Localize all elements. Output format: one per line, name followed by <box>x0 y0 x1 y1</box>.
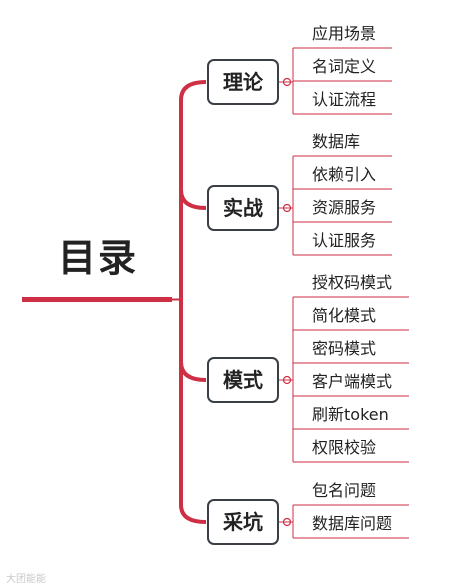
leaf-item[interactable]: 认证服务 <box>312 231 377 250</box>
leaf-item[interactable]: 依赖引入 <box>312 165 377 184</box>
leaf-item[interactable]: 权限校验 <box>312 438 377 457</box>
watermark: 大团能能 <box>6 574 46 585</box>
category-lilun[interactable]: 理论 <box>207 59 279 105</box>
category-moshi[interactable]: 模式 <box>207 357 279 403</box>
category-shizhan[interactable]: 实战 <box>207 185 279 231</box>
root-bar <box>22 297 172 302</box>
branch-shizhan <box>179 189 207 210</box>
leaf-item[interactable]: 授权码模式 <box>312 273 393 292</box>
leaf-item[interactable]: 名词定义 <box>312 57 377 76</box>
leaf-item[interactable]: 包名问题 <box>312 481 377 500</box>
leaf-item[interactable]: 数据库问题 <box>312 514 393 533</box>
leaf-item[interactable]: 客户端模式 <box>312 372 393 391</box>
branch-moshi <box>179 361 207 382</box>
leaf-item[interactable]: 应用场景 <box>312 24 377 43</box>
leaf-item[interactable]: 数据库 <box>312 132 361 151</box>
category-caikeng[interactable]: 采坑 <box>207 499 279 545</box>
leaf-item[interactable]: 简化模式 <box>312 306 377 325</box>
leaf-item[interactable]: 认证流程 <box>312 90 377 109</box>
leaf-item[interactable]: 密码模式 <box>312 339 377 358</box>
leaf-item[interactable]: 刷新token <box>312 405 389 424</box>
main-spine <box>179 80 207 524</box>
leaf-item[interactable]: 资源服务 <box>312 198 377 217</box>
root-title: 目录 <box>58 236 139 280</box>
